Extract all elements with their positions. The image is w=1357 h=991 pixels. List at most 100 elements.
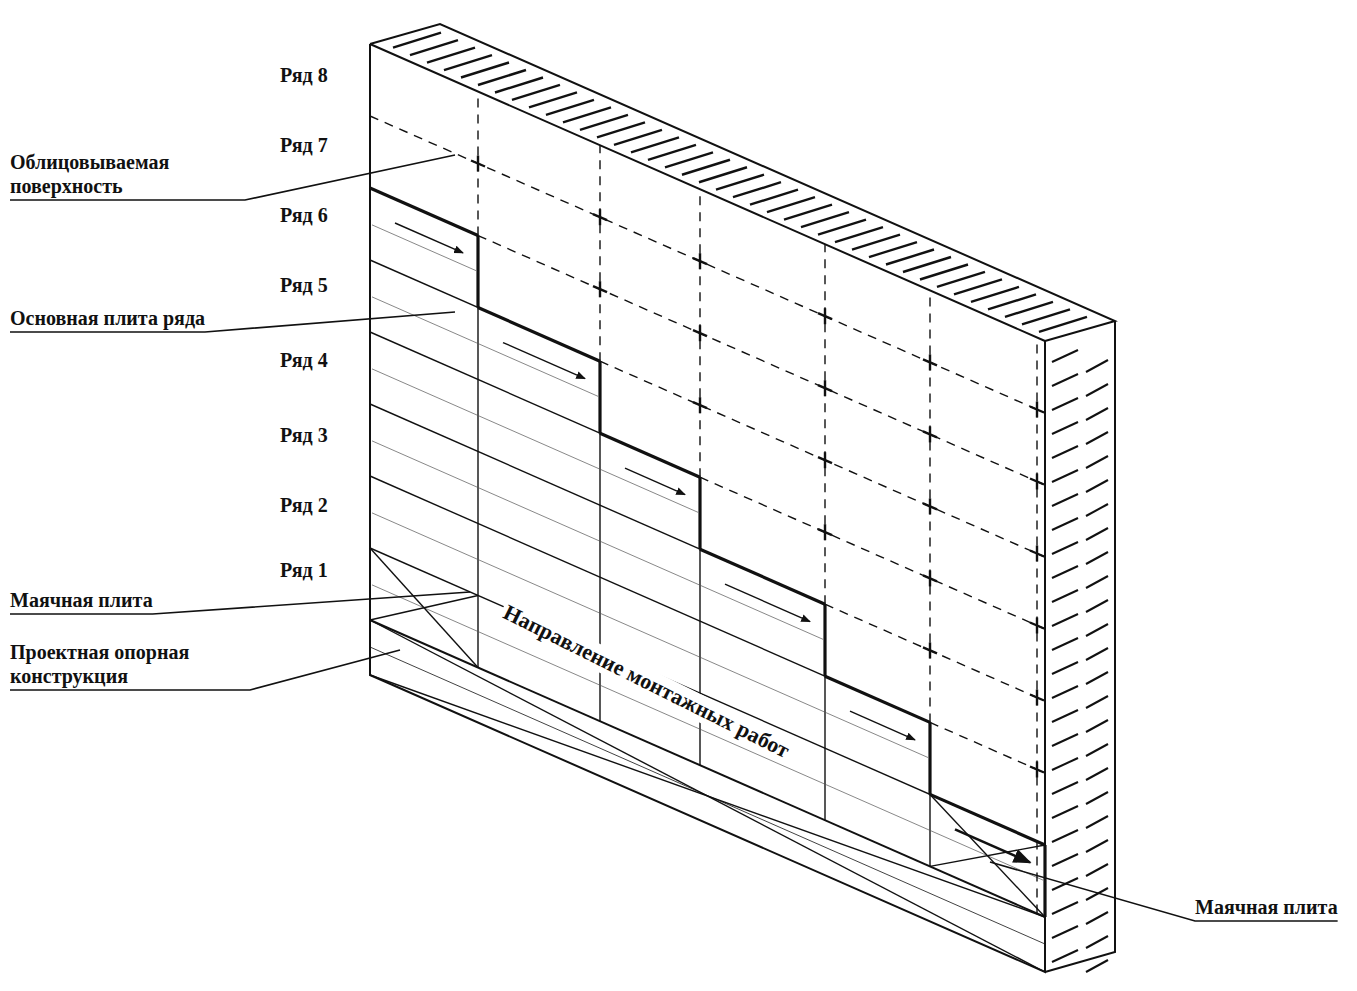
support-edge xyxy=(370,620,1045,917)
planned-joint xyxy=(600,361,1045,557)
leader-line xyxy=(990,862,1338,921)
wall-hatch xyxy=(954,279,1002,294)
wall-hatch xyxy=(580,115,628,130)
direction-arrow xyxy=(725,584,810,621)
wall-hatch xyxy=(1052,614,1078,626)
wall-hatch xyxy=(1039,317,1087,332)
panel-line xyxy=(372,441,823,639)
row-label: Ряд 8 xyxy=(280,63,328,87)
wall-hatch xyxy=(801,212,849,227)
anchor-mark xyxy=(929,642,931,658)
installed-edge xyxy=(825,676,930,722)
wall-hatch xyxy=(597,122,645,137)
wall-hatch xyxy=(1052,854,1078,866)
wall-hatch xyxy=(1022,309,1070,324)
anchor-mark xyxy=(1036,617,1038,633)
planned-joint xyxy=(825,604,1045,701)
anchor-mark xyxy=(599,281,601,297)
planned-joint xyxy=(930,722,1045,773)
wall-hatch xyxy=(1086,840,1108,852)
wall-hatch xyxy=(1086,480,1108,492)
row-label: Ряд 7 xyxy=(280,133,328,157)
wall-hatch xyxy=(852,235,900,250)
wall-hatch xyxy=(410,40,458,55)
wall-hatch xyxy=(495,77,543,92)
wall-hatch xyxy=(614,130,662,145)
wall-hatch xyxy=(1086,528,1108,540)
row-label: Ряд 3 xyxy=(280,423,328,447)
callout-label: Облицовываемая поверхность xyxy=(10,150,245,198)
anchor-mark xyxy=(824,452,826,468)
wall-hatch xyxy=(563,107,611,122)
wall-hatch xyxy=(393,33,441,48)
wall-hatch xyxy=(784,205,832,220)
panel-line xyxy=(372,513,928,758)
wall-hatch xyxy=(1086,624,1108,636)
wall-hatch xyxy=(716,175,764,190)
anchor-mark xyxy=(1036,473,1038,489)
installed-edge xyxy=(478,308,600,362)
wall-hatch xyxy=(444,55,492,70)
wall-hatch xyxy=(1052,950,1078,962)
panel-line xyxy=(372,225,476,271)
installed-edge xyxy=(1043,845,1046,917)
wall-hatch xyxy=(529,92,577,107)
row-label: Ряд 6 xyxy=(280,203,328,227)
anchor-mark xyxy=(824,524,826,540)
wall-hatch xyxy=(1086,672,1108,684)
wall-hatch xyxy=(1086,864,1108,876)
beacon-diagonal xyxy=(370,548,478,668)
wall-hatch xyxy=(1052,782,1078,794)
row-label: Ряд 1 xyxy=(280,558,328,582)
anchor-mark xyxy=(1036,401,1038,417)
panel-line xyxy=(372,585,1043,880)
direction-arrow xyxy=(625,468,685,494)
wall-hatch xyxy=(1086,384,1108,396)
wall-hatch xyxy=(920,264,968,279)
wall-hatch xyxy=(971,287,1019,302)
installed-edge xyxy=(600,433,700,477)
installed-edge xyxy=(930,794,1045,845)
direction-arrow xyxy=(850,711,915,740)
wall-hatch xyxy=(1086,600,1108,612)
panel-joint xyxy=(370,404,825,604)
wall-hatch xyxy=(631,137,679,152)
wall-hatch xyxy=(1052,374,1078,386)
installed-edge xyxy=(370,188,478,236)
anchor-mark xyxy=(699,253,701,269)
planned-joint xyxy=(824,244,825,604)
wall-hatch xyxy=(1086,360,1108,372)
panel-joint xyxy=(477,236,478,668)
panel-line xyxy=(372,297,598,396)
row-label: Ряд 2 xyxy=(280,493,328,517)
panel-joint xyxy=(370,188,478,236)
wall-hatch xyxy=(1086,648,1108,660)
planned-joint xyxy=(700,477,1045,629)
wall-hatch xyxy=(1086,792,1108,804)
wall-hatch xyxy=(1086,456,1108,468)
wall-hatch xyxy=(478,70,526,85)
wall-hatch xyxy=(1086,408,1108,420)
anchor-mark xyxy=(1036,689,1038,705)
wall-hatch xyxy=(682,160,730,175)
wall-hatch xyxy=(835,227,883,242)
beacon-diagonal xyxy=(930,794,1045,917)
planned-joint xyxy=(599,145,600,361)
wall-hatch xyxy=(1052,686,1078,698)
wall-hatch xyxy=(869,242,917,257)
wall-hatch xyxy=(988,294,1036,309)
wall-hatch xyxy=(1086,432,1108,444)
wall-hatch xyxy=(1086,744,1108,756)
wall-hatch xyxy=(1052,494,1078,506)
wall-hatch xyxy=(1086,816,1108,828)
wall-hatch xyxy=(1052,446,1078,458)
planned-joint xyxy=(478,236,1045,485)
planned-joint xyxy=(1036,337,1037,913)
wall-hatch xyxy=(665,152,713,167)
row-label: Ряд 5 xyxy=(280,273,328,297)
wall-hatch xyxy=(1052,542,1078,554)
wall-hatch xyxy=(1052,566,1078,578)
anchor-mark xyxy=(699,325,701,341)
planned-joint xyxy=(370,116,1045,413)
